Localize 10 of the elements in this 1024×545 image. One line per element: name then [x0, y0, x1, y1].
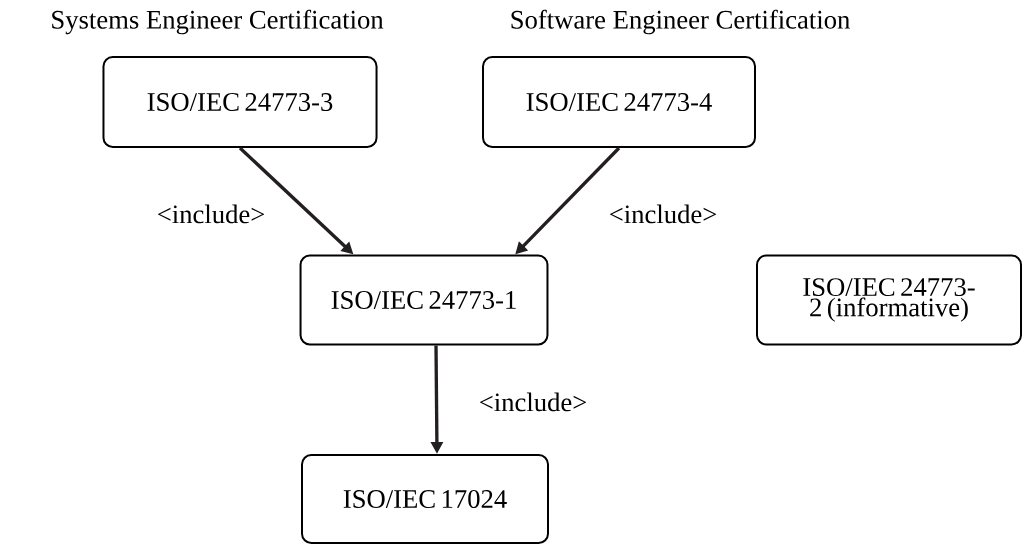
edge-label: <include> [477, 391, 589, 413]
heading: Systems Engineer Certification [52, 9, 384, 35]
heading: Software Engineer Certification [511, 9, 850, 35]
standard-box: ISO/IEC 24773-4 [482, 56, 756, 148]
standard-box: ISO/IEC 24773-1 [299, 254, 549, 346]
standard-box: ISO/IEC 24773-3 [102, 56, 378, 148]
standard-box: ISO/IEC 24773-2 (informative) [756, 254, 1022, 346]
edge-label: <include> [155, 203, 267, 225]
standard-box: ISO/IEC 17024 [301, 454, 549, 544]
edge-label: <include> [607, 203, 719, 225]
